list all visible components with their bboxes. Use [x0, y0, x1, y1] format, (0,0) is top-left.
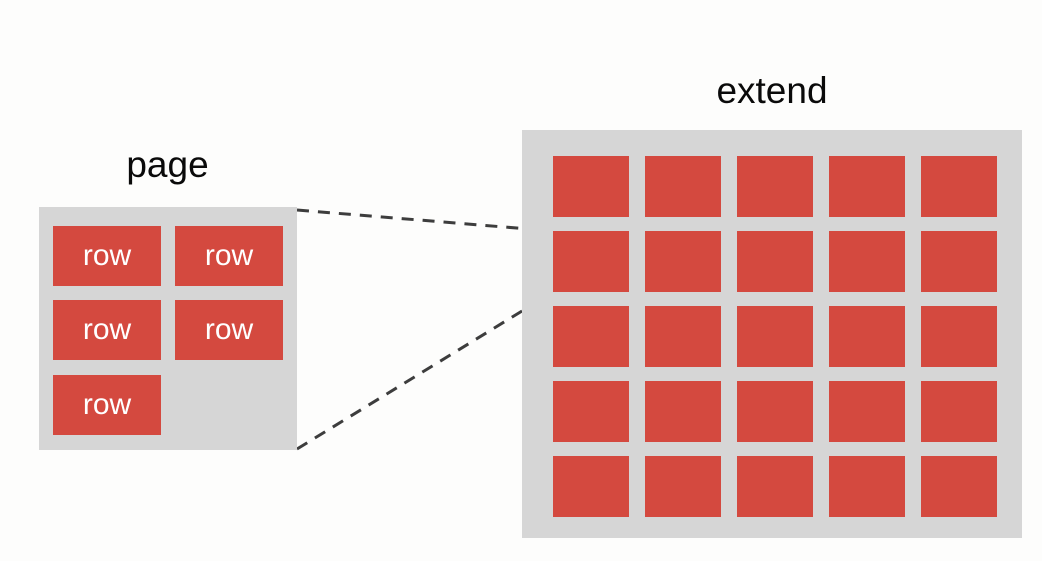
extend-cell-r2-c3[interactable] [737, 231, 813, 292]
page-title-label: page [126, 144, 209, 185]
extend-cell-r4-c5[interactable] [921, 381, 997, 442]
extend-cell-r5-c4[interactable] [829, 456, 905, 517]
extend-cell-r3-c4[interactable] [829, 306, 905, 367]
extend-cell-r4-c3[interactable] [737, 381, 813, 442]
extend-container [522, 130, 1022, 538]
extend-cell-r2-c2[interactable] [645, 231, 721, 292]
extend-cell-r5-c5[interactable] [921, 456, 997, 517]
extend-cell-r1-c5[interactable] [921, 156, 997, 217]
extend-cell-r3-c3[interactable] [737, 306, 813, 367]
extend-cell-r1-c1[interactable] [553, 156, 629, 217]
extend-cell-r3-c2[interactable] [645, 306, 721, 367]
extend-cell-r4-c2[interactable] [645, 381, 721, 442]
bottom-connector-line [296, 290, 554, 451]
page-row-2[interactable]: row [175, 226, 283, 286]
page-row-5[interactable]: row [53, 375, 161, 435]
extend-cell-r2-c5[interactable] [921, 231, 997, 292]
page-row-4[interactable]: row [175, 300, 283, 360]
extend-cell-r3-c1[interactable] [553, 306, 629, 367]
extend-cell-r4-c4[interactable] [829, 381, 905, 442]
extend-cell-r1-c4[interactable] [829, 156, 905, 217]
extend-cell-r2-c1[interactable] [553, 231, 629, 292]
extend-title-label: extend [716, 70, 828, 111]
page-row-1[interactable]: row [53, 226, 161, 286]
extend-cell-r4-c1[interactable] [553, 381, 629, 442]
extend-cell-r1-c3[interactable] [737, 156, 813, 217]
extend-cell-r2-c4[interactable] [829, 231, 905, 292]
page-container: row row row row row [39, 207, 297, 450]
extend-cell-r5-c2[interactable] [645, 456, 721, 517]
top-connector-line [296, 208, 554, 233]
extend-cell-r5-c3[interactable] [737, 456, 813, 517]
extend-cell-r1-c2[interactable] [645, 156, 721, 217]
extend-cell-r3-c5[interactable] [921, 306, 997, 367]
extend-cell-r5-c1[interactable] [553, 456, 629, 517]
page-row-3[interactable]: row [53, 300, 161, 360]
